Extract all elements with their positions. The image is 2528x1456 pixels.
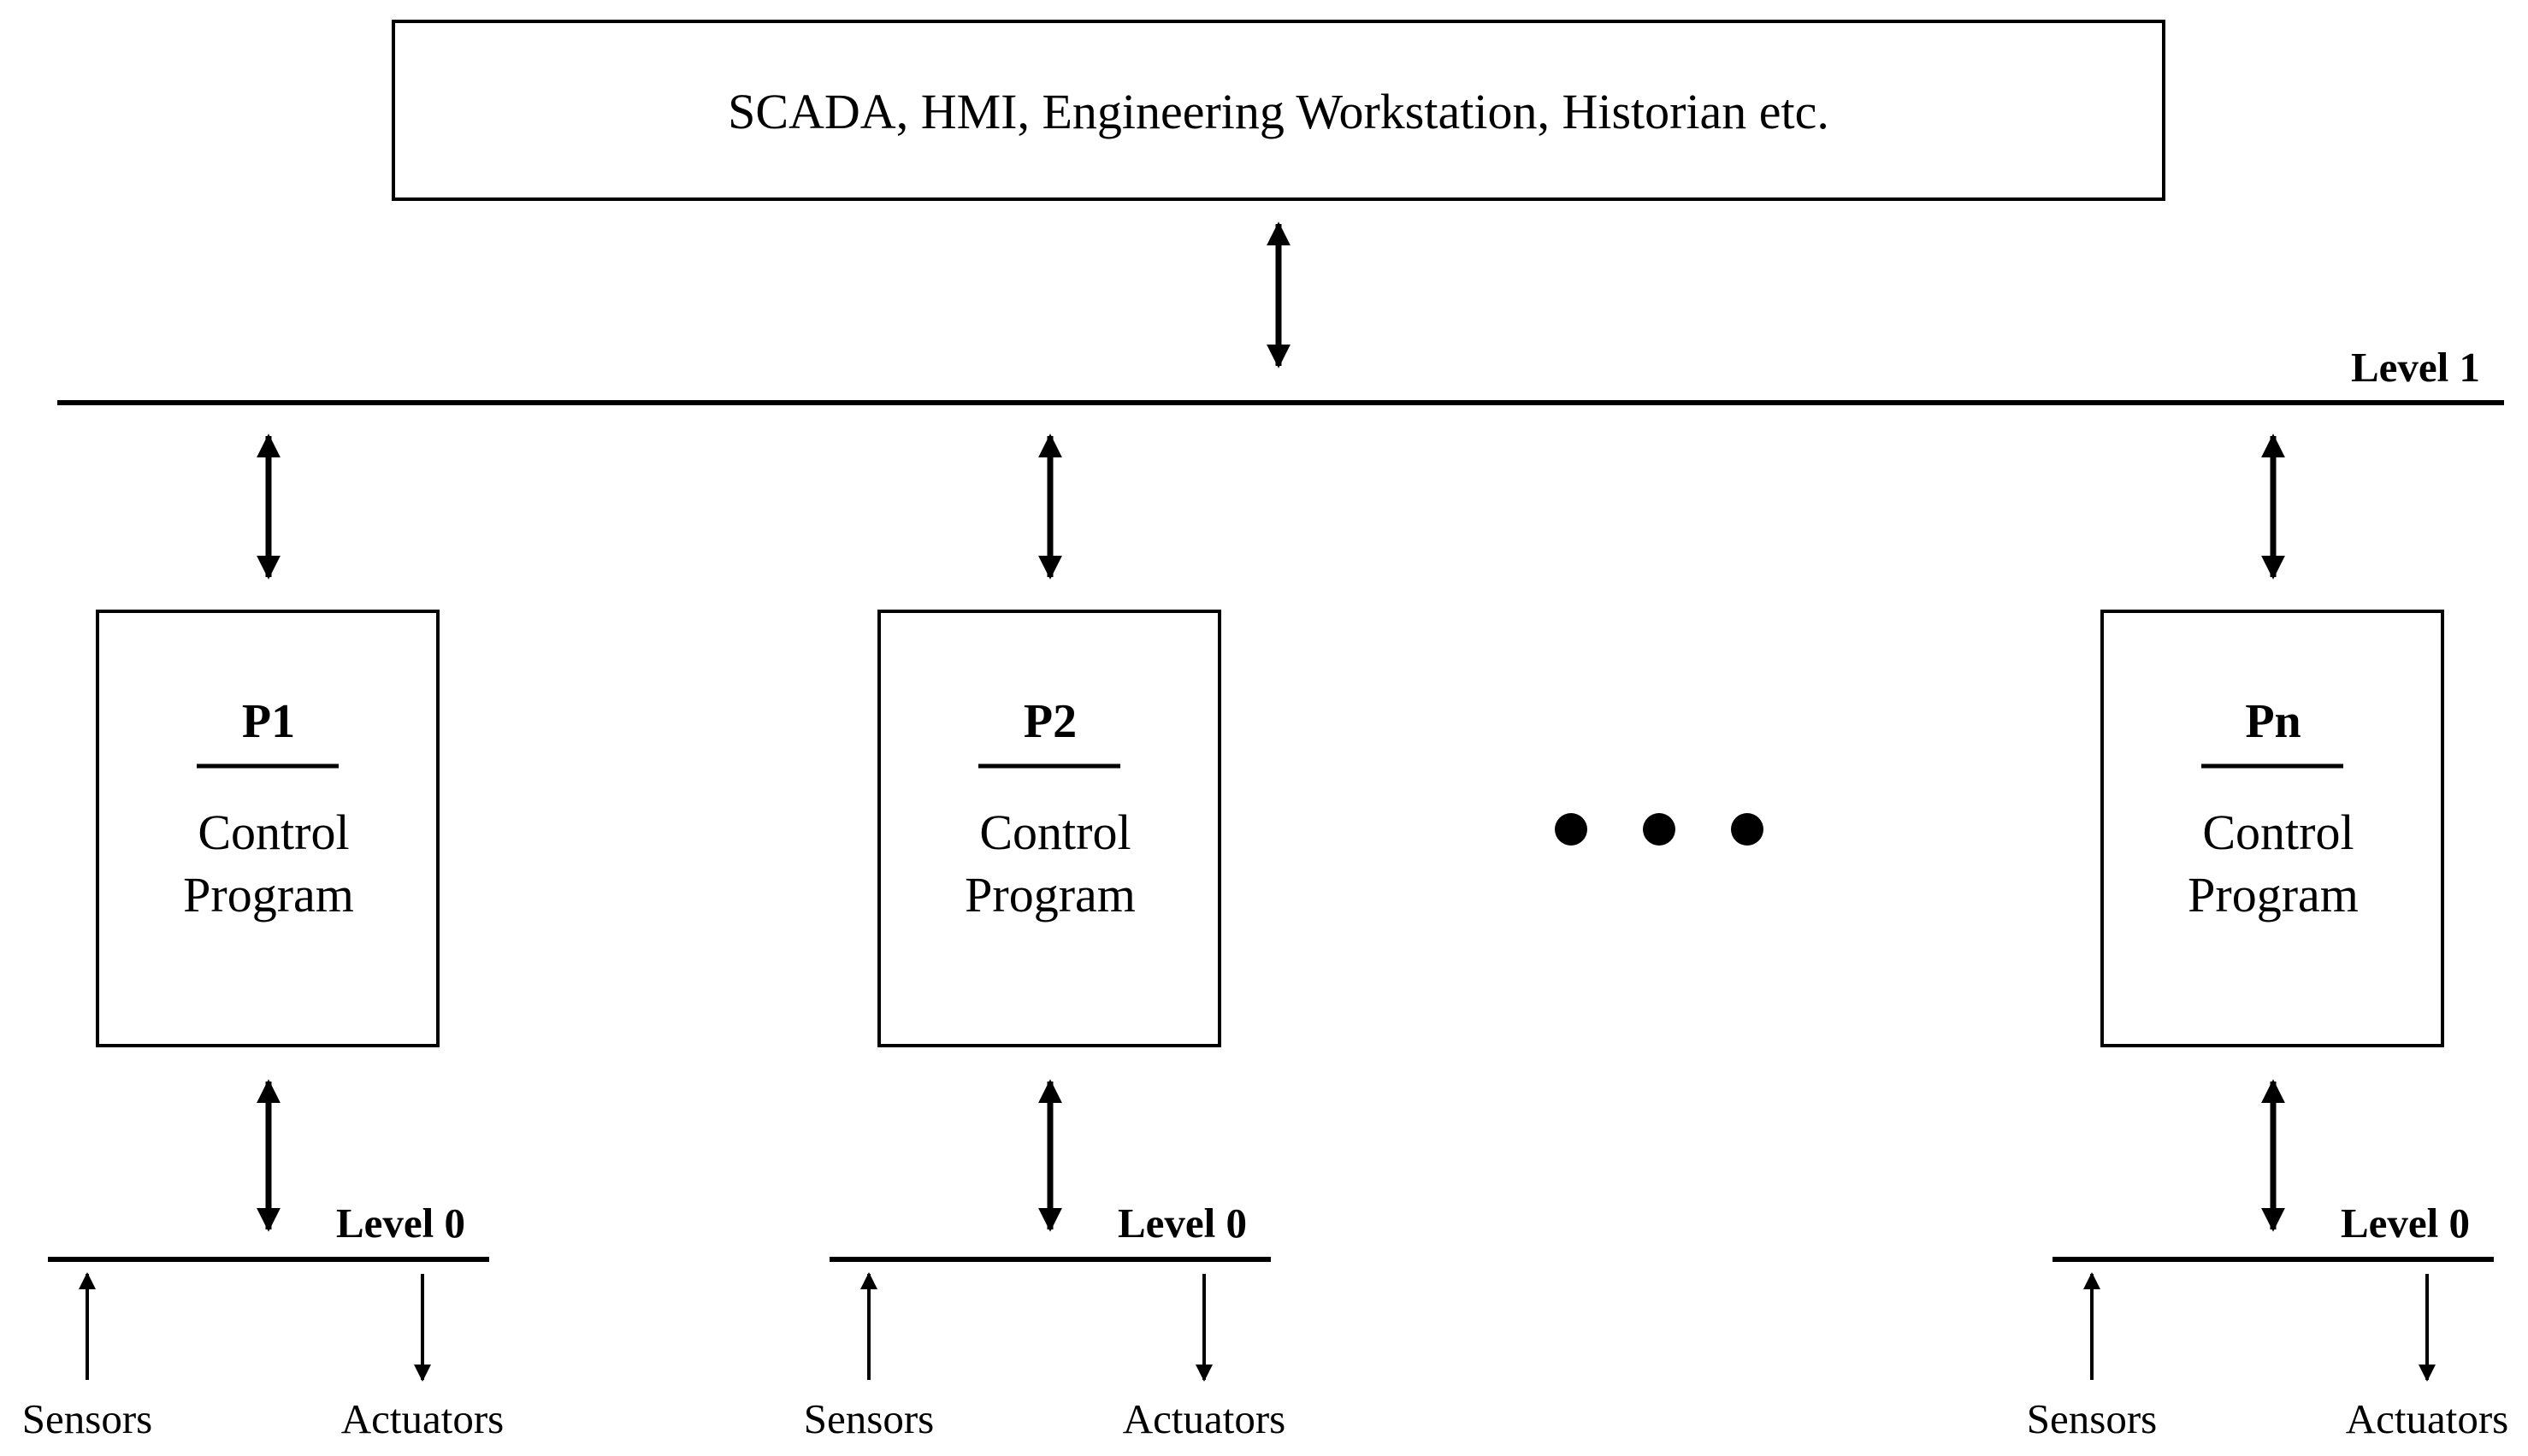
actuators-label: Actuators	[1123, 1395, 1286, 1442]
actuators-label: Actuators	[341, 1395, 505, 1442]
level0-label: Level 0	[2341, 1200, 2470, 1247]
ellipsis-dots	[1555, 813, 1763, 846]
program-label-line1: Control	[198, 805, 349, 860]
controller-p2: P2 Control Program Level 0 Sensors Actua…	[804, 433, 1286, 1442]
sensors-label: Sensors	[804, 1395, 934, 1442]
sensors-label: Sensors	[2027, 1395, 2157, 1442]
level1-bus: Level 1	[57, 344, 2504, 405]
controller-box	[96, 610, 440, 1047]
scada-hmi-box: SCADA, HMI, Engineering Workstation, His…	[392, 20, 2165, 201]
program-label-line2: Program	[183, 867, 354, 923]
program-label-line1: Control	[979, 805, 1131, 860]
controller-title: P2	[1024, 695, 1077, 748]
controller-pn: Pn Control Program Level 0 Sensors Actua…	[2027, 433, 2509, 1442]
actuators-label: Actuators	[2346, 1395, 2509, 1442]
program-label-line2: Program	[2188, 867, 2359, 923]
level1-label: Level 1	[2351, 344, 2480, 391]
controller-p1: P1 Control Program Level 0 Sensors Actua…	[22, 433, 505, 1442]
controller-title: Pn	[2245, 695, 2301, 748]
controller-box	[877, 610, 1221, 1047]
level0-label: Level 0	[336, 1200, 465, 1247]
program-label-line1: Control	[2202, 805, 2354, 860]
controller-box	[2100, 610, 2444, 1047]
level0-label: Level 0	[1118, 1200, 1247, 1247]
scada-hmi-label: SCADA, HMI, Engineering Workstation, His…	[728, 84, 1829, 139]
controller-title: P1	[242, 695, 295, 748]
program-label-line2: Program	[965, 867, 1136, 923]
sensors-label: Sensors	[22, 1395, 152, 1442]
